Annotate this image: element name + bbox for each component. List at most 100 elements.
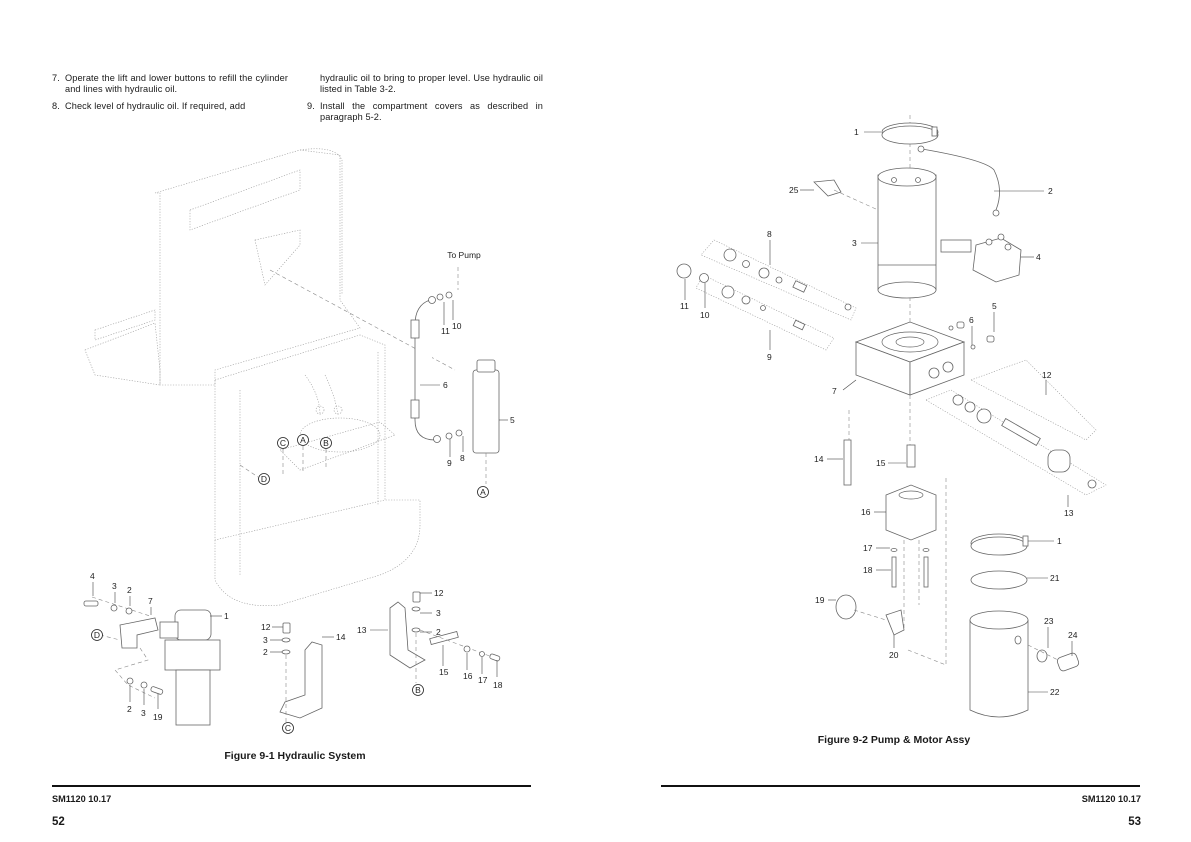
page-52: 7. Operate the lift and lower buttons to… <box>0 0 595 842</box>
callout-9: 9 <box>767 352 772 362</box>
callout-17: 17 <box>478 675 488 685</box>
callout-14: 14 <box>336 632 346 642</box>
bracket-detail-b <box>389 591 501 683</box>
to-pump-label: To Pump <box>447 250 481 260</box>
callout-4: 4 <box>90 571 95 581</box>
callout-20: 20 <box>889 650 899 660</box>
step-number: 7. <box>52 73 60 83</box>
hose-callouts: 11 10 6 5 9 8 <box>420 300 515 468</box>
callout-6: 6 <box>969 315 974 325</box>
callout-13: 13 <box>1064 508 1074 518</box>
callout-22: 22 <box>1050 687 1060 697</box>
callout-8: 8 <box>460 453 465 463</box>
callout-24: 24 <box>1068 630 1078 640</box>
callout-10: 10 <box>700 310 710 320</box>
callout-3b: 3 <box>141 708 146 718</box>
pump-drawing <box>885 484 937 541</box>
footer-doc-id: SM1120 10.17 <box>1081 794 1141 804</box>
motor-drawing <box>877 167 937 299</box>
svg-text:D: D <box>261 474 267 484</box>
detail-marker-a-cylinder: A <box>477 486 489 498</box>
callout-1b: 1 <box>1057 536 1062 546</box>
clamp-top-drawing <box>881 122 939 145</box>
callout-7: 7 <box>148 596 153 606</box>
svg-text:C: C <box>285 723 291 733</box>
bracket-b-callouts: 12 3 2 13 15 16 17 18 <box>357 588 503 690</box>
callout-2c: 2 <box>263 647 268 657</box>
callout-9: 9 <box>447 458 452 468</box>
callout-2b: 2 <box>127 704 132 714</box>
hose-assembly-drawing <box>410 267 500 484</box>
figure-9-1-caption: Figure 9-1 Hydraulic System <box>224 750 366 762</box>
detail-marker-d: D <box>239 464 270 485</box>
detail-marker-b-bracket: B <box>412 684 424 696</box>
detail-marker-a: A <box>297 434 309 472</box>
step-number: 9. <box>307 101 315 111</box>
svg-text:B: B <box>415 685 421 695</box>
callout-17: 17 <box>863 543 873 553</box>
solenoid-drawing <box>940 233 1022 283</box>
callout-11: 11 <box>680 301 689 311</box>
callout-14: 14 <box>814 454 824 464</box>
callout-23: 23 <box>1044 616 1054 626</box>
callout-4: 4 <box>1036 252 1041 262</box>
callout-11: 11 <box>441 326 450 336</box>
step-text-part1: Check level of hydraulic oil. If require… <box>65 101 246 111</box>
callout-15: 15 <box>876 458 886 468</box>
callout-12: 12 <box>261 622 271 632</box>
callout-8: 8 <box>767 229 772 239</box>
callout-2: 2 <box>1048 186 1053 196</box>
valve-block-drawing <box>854 321 966 396</box>
callout-3d: 3 <box>436 608 441 618</box>
figure-9-2-pump-motor-assy-diagram: 1 2 3 4 5 6 7 8 9 10 11 12 13 14 15 16 1… <box>676 115 1107 718</box>
svg-text:C: C <box>280 438 286 448</box>
callout-19: 19 <box>815 595 825 605</box>
bracket-c-callouts: 12 3 2 14 <box>261 622 346 657</box>
footer-doc-id: SM1120 10.17 <box>52 794 112 804</box>
callout-21: 21 <box>1050 573 1060 583</box>
callout-1: 1 <box>854 127 859 137</box>
callout-2: 2 <box>127 585 132 595</box>
callout-18: 18 <box>493 680 503 690</box>
callout-2d: 2 <box>436 627 441 637</box>
callout-16: 16 <box>463 671 473 681</box>
callout-5: 5 <box>992 301 997 311</box>
callout-18: 18 <box>863 565 873 575</box>
truck-frame-drawing <box>84 148 456 606</box>
callout-12: 12 <box>1042 370 1052 380</box>
callout-12b: 12 <box>434 588 444 598</box>
footer-rule <box>661 785 1140 787</box>
callout-15: 15 <box>439 667 449 677</box>
callout-25: 25 <box>789 185 799 195</box>
callout-16: 16 <box>861 507 871 517</box>
figure-9-1-hydraulic-system-diagram: C A B D To Pump <box>83 148 515 734</box>
callout-3: 3 <box>852 238 857 248</box>
step-number: 8. <box>52 101 60 111</box>
svg-text:D: D <box>94 630 100 640</box>
page-number: 52 <box>52 816 65 828</box>
footer-rule <box>52 785 531 787</box>
callout-10: 10 <box>452 321 462 331</box>
callout-13: 13 <box>357 625 367 635</box>
detail-marker-c: C <box>277 437 289 475</box>
detail-marker-d-pump: D <box>91 629 103 641</box>
bracket-detail-c <box>279 622 323 722</box>
svg-text:A: A <box>480 487 486 497</box>
pump-detail-callouts: 4 3 2 7 1 2 3 19 <box>90 571 229 722</box>
figure-9-2-caption: Figure 9-2 Pump & Motor Assy <box>817 734 971 746</box>
svg-text:A: A <box>300 435 306 445</box>
callout-3c: 3 <box>263 635 268 645</box>
callout-5: 5 <box>510 415 515 425</box>
detail-marker-c-bracket: C <box>282 722 294 734</box>
page-53: 1 2 3 4 5 6 7 8 9 10 11 12 13 14 15 16 1… <box>596 0 1191 842</box>
page-number: 53 <box>1128 816 1141 828</box>
callout-1: 1 <box>224 611 229 621</box>
callout-7: 7 <box>832 386 837 396</box>
step-text: Operate the lift and lower buttons to re… <box>65 73 288 95</box>
detail-marker-b: B <box>320 437 332 470</box>
step-text: Install the compartment covers as descri… <box>320 101 543 123</box>
callout-3: 3 <box>112 581 117 591</box>
step-text-part2: hydraulic oil to bring to proper level. … <box>320 73 543 95</box>
callout-19: 19 <box>153 712 163 722</box>
callout-6: 6 <box>443 380 448 390</box>
